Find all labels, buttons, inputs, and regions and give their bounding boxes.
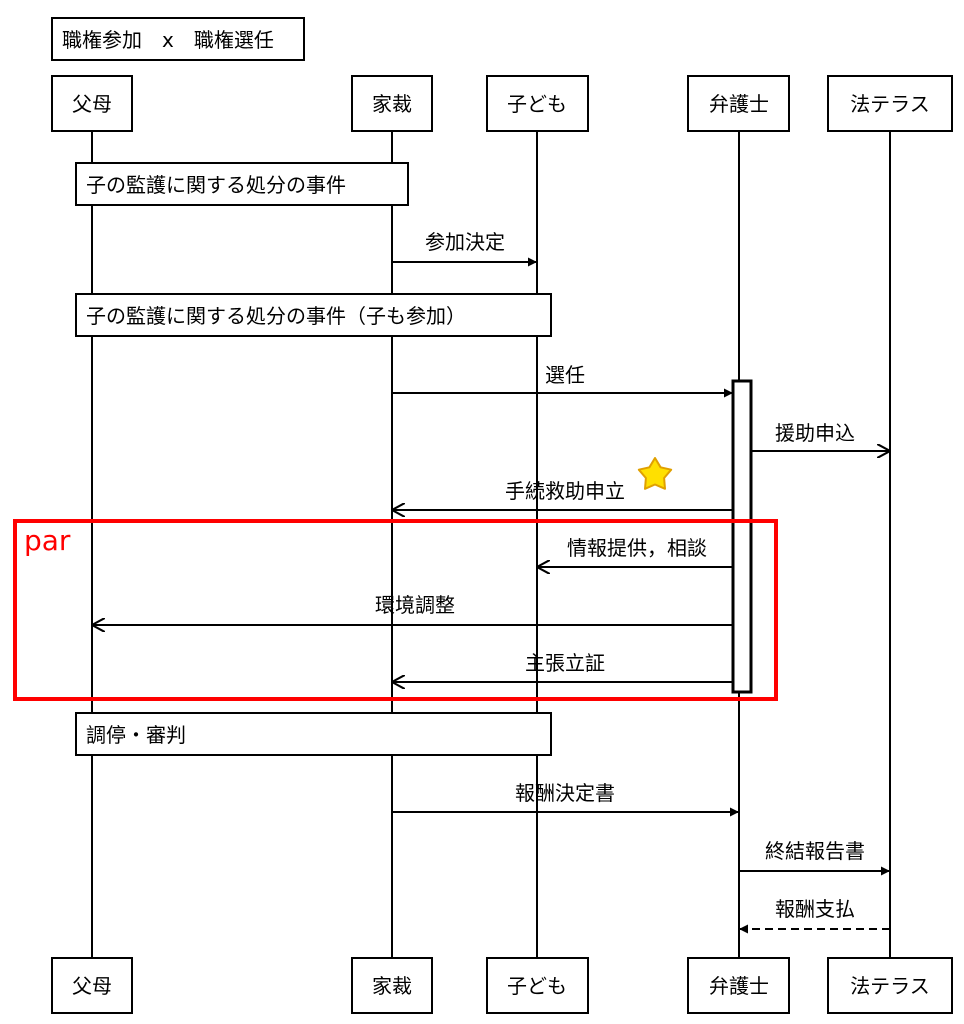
participant-label: 弁護士	[709, 974, 769, 998]
participant-label: 家裁	[372, 974, 412, 998]
lifelines	[91, 131, 891, 958]
message-label: 援助申込	[775, 421, 855, 445]
note-case: 子の監護に関する処分の事件	[75, 162, 409, 206]
diagram-title: 職権参加 x 職権選任	[51, 17, 305, 61]
participant-label: 法テラス	[850, 92, 930, 116]
participant-child-bottom: 子ども	[486, 957, 589, 1014]
participant-label: 子ども	[507, 92, 567, 116]
participant-court-bottom: 家裁	[351, 957, 433, 1014]
message-label: 環境調整	[375, 593, 455, 617]
participant-houterasu-top: 法テラス	[827, 75, 953, 132]
participant-label: 弁護士	[709, 92, 769, 116]
participant-label: 家裁	[372, 92, 412, 116]
participant-court-top: 家裁	[351, 75, 433, 132]
participant-label: 父母	[72, 974, 112, 998]
star-icon	[637, 457, 673, 490]
note-case-child-text: 子の監護に関する処分の事件（子も参加）	[86, 304, 466, 328]
message-label: 参加決定	[425, 230, 505, 254]
message-label: 報酬決定書	[515, 781, 615, 805]
diagram-title-text: 職権参加 x 職権選任	[62, 28, 274, 52]
message-label: 報酬支払	[775, 897, 855, 921]
note-case-text: 子の監護に関する処分の事件	[86, 173, 346, 197]
par-label: par	[24, 524, 71, 557]
note-mediation: 調停・審判	[75, 712, 552, 756]
activation-bar	[731, 379, 753, 694]
message-label: 選任	[545, 363, 585, 387]
message-label: 情報提供，相談	[567, 536, 707, 560]
participant-child-top: 子ども	[486, 75, 589, 132]
participant-label: 法テラス	[850, 974, 930, 998]
participant-parents-top: 父母	[51, 75, 133, 132]
note-mediation-text: 調停・審判	[86, 723, 186, 747]
message-label: 手続救助申立	[505, 479, 625, 503]
participant-label: 子ども	[507, 974, 567, 998]
par-frame	[13, 519, 778, 701]
participant-houterasu-bottom: 法テラス	[827, 957, 953, 1014]
participant-lawyer-top: 弁護士	[687, 75, 790, 132]
message-label: 主張立証	[525, 651, 605, 675]
message-label: 終結報告書	[765, 839, 865, 863]
participant-label: 父母	[72, 92, 112, 116]
note-case-child: 子の監護に関する処分の事件（子も参加）	[75, 293, 552, 337]
participant-lawyer-bottom: 弁護士	[687, 957, 790, 1014]
participant-parents-bottom: 父母	[51, 957, 133, 1014]
